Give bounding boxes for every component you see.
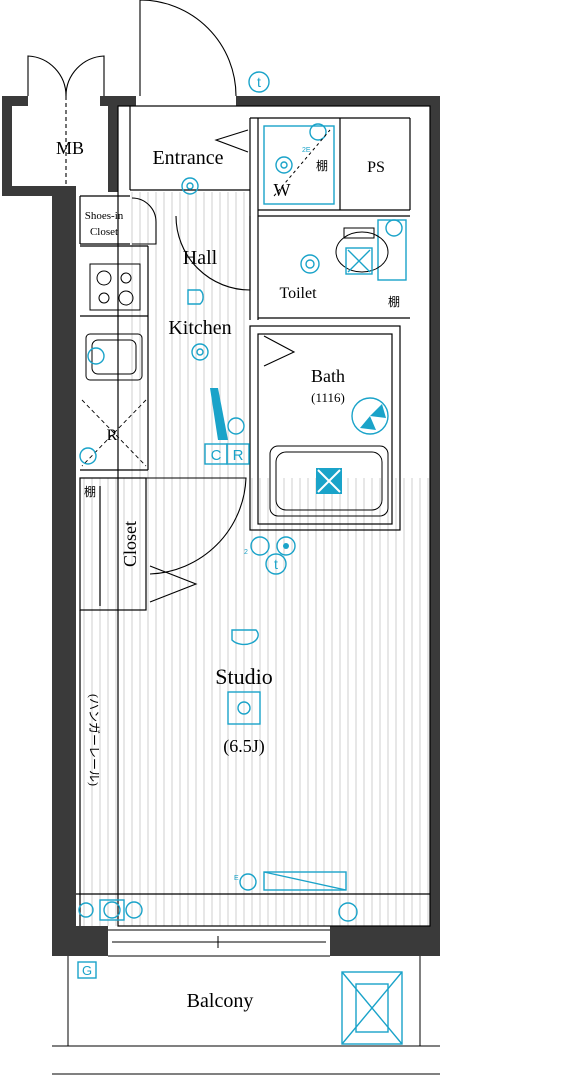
outer-walls <box>2 96 440 956</box>
telephone-icon <box>248 71 287 575</box>
balcony <box>52 929 440 1075</box>
label-toilet: Toilet <box>279 285 317 302</box>
label-ps: PS <box>367 159 385 176</box>
bathtub-icon <box>269 445 389 517</box>
aircon-icon <box>263 871 347 891</box>
label-outlet-2e: 2E <box>302 147 311 154</box>
label-cupboard-r: R <box>233 447 244 464</box>
label-outlet-2: 2 <box>244 549 248 556</box>
stove-icon <box>89 263 141 311</box>
label-gas: G <box>82 963 92 978</box>
gas-meter <box>77 961 97 979</box>
tv-outlet-icon <box>99 899 125 921</box>
label-bath: Bath <box>311 366 345 386</box>
doors <box>27 0 296 603</box>
label-cupboard-c: C <box>211 447 222 464</box>
label-balcony: Balcony <box>187 990 254 1012</box>
label-studio-size: (6.5J) <box>223 736 265 757</box>
label-shelf-toilet: 棚 <box>388 294 400 309</box>
floor-texture-kitchen-hall <box>130 192 250 482</box>
label-bath-size: (1116) <box>311 390 345 405</box>
label-shoes-closet-2: Closet <box>90 226 118 238</box>
ceiling-light-icon <box>181 177 320 725</box>
label-hall: Hall <box>183 247 218 269</box>
label-tel-top: t <box>257 74 261 90</box>
inner-walls <box>76 105 431 927</box>
ventilation-fan-icon <box>351 397 389 435</box>
label-shelf-washer: 棚 <box>316 158 328 173</box>
fridge-space <box>81 399 147 467</box>
washing-machine-area <box>263 123 335 205</box>
sink-icon <box>85 333 143 381</box>
label-outlet-e: E <box>234 875 239 882</box>
balcony-drain <box>341 971 403 1045</box>
label-fridge: R <box>107 427 118 444</box>
drain-icon <box>316 468 342 494</box>
kitchen-cupboard <box>204 388 250 465</box>
label-entrance: Entrance <box>152 147 223 169</box>
floor-texture-studio <box>80 478 432 926</box>
label-kitchen: Kitchen <box>168 317 231 339</box>
label-shoes-closet-1: Shoes-in <box>85 210 124 222</box>
outlet-icon <box>78 219 403 922</box>
label-hanger-rail: (ハンガーレール) <box>87 694 101 786</box>
label-washer: W <box>274 180 291 200</box>
label-mb: MB <box>56 138 84 158</box>
label-tel-studio: t <box>274 556 278 572</box>
label-studio: Studio <box>215 664 272 689</box>
label-closet: Closet <box>120 521 140 567</box>
toilet-icon <box>335 219 407 281</box>
label-shelf-closet: 棚 <box>84 484 96 499</box>
